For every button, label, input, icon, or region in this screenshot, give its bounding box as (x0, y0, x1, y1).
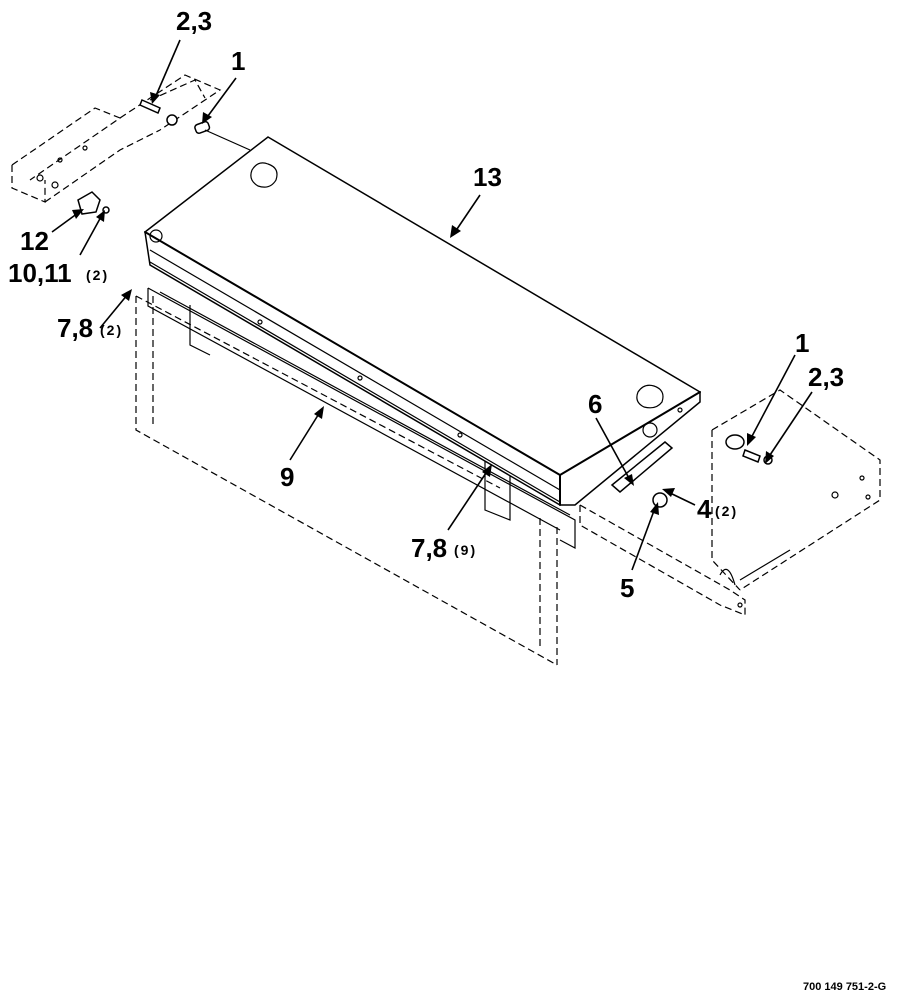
callout-6: 6 (588, 389, 602, 419)
callout-7-8-left-qty: (2) (100, 322, 123, 338)
callout-9: 9 (280, 462, 294, 492)
callout-1-right: 1 (795, 328, 809, 358)
callout-7-8-left: 7,8 (57, 313, 93, 343)
callout-4: 4 (697, 494, 712, 524)
callout-4-qty: (2) (715, 503, 738, 519)
mounting-channel (147, 287, 576, 549)
lower-panel-phantom (135, 295, 558, 666)
callout-7-8-center: 7,8 (411, 533, 447, 563)
callout-13: 13 (473, 162, 502, 192)
callout-10-11: 10,11 (8, 258, 72, 288)
callout-10-11-qty: (2) (86, 267, 109, 283)
drawing-number: 700 149 751-2-G (803, 981, 886, 993)
top-cover (144, 136, 701, 506)
callout-12: 12 (20, 226, 49, 256)
callout-2-3-upper-left: 2,3 (176, 6, 212, 36)
leader-lines (51, 39, 813, 571)
callout-5: 5 (620, 573, 634, 603)
callout-7-8-center-qty: (9) (454, 542, 477, 558)
left-hinge-bracket (11, 74, 251, 215)
callout-1-upper: 1 (231, 46, 245, 76)
callout-2-3-right: 2,3 (808, 362, 844, 392)
